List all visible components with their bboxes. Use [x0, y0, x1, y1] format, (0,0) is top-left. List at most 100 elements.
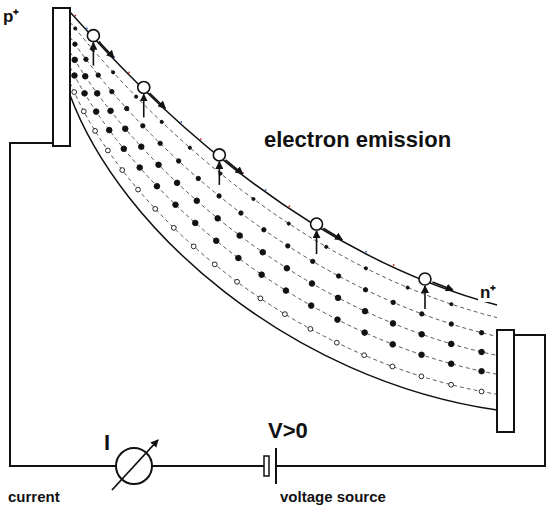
filled-state — [96, 73, 100, 77]
excitation-arrow — [316, 231, 318, 254]
filled-state — [160, 120, 163, 123]
empty-state — [153, 206, 158, 211]
meter-label: current — [8, 489, 60, 504]
electron — [419, 273, 431, 285]
filled-state — [286, 244, 290, 248]
p-contact — [53, 8, 70, 146]
conduction-band — [70, 12, 497, 305]
filled-state — [112, 71, 115, 74]
charge-mark — [180, 121, 182, 123]
filled-state — [125, 106, 129, 110]
filled-state — [309, 281, 315, 287]
emission-arrow — [149, 93, 165, 108]
filled-state — [448, 341, 454, 347]
empty-state — [334, 340, 339, 345]
current-symbol: I — [104, 432, 110, 454]
filled-state — [74, 27, 77, 30]
filled-state — [72, 73, 78, 79]
filled-state — [419, 332, 425, 338]
filled-state — [154, 183, 160, 189]
empty-state — [136, 187, 141, 192]
filled-state — [419, 352, 425, 358]
empty-state — [72, 90, 77, 95]
dot-levels — [70, 15, 497, 395]
contact-label: n⁺ — [478, 283, 498, 302]
empty-state — [479, 389, 484, 394]
empty-state — [93, 128, 98, 133]
filled-state — [73, 42, 77, 46]
filled-state — [252, 197, 255, 200]
excitation-arrow — [219, 162, 221, 185]
filled-state — [364, 267, 367, 270]
filled-state — [479, 331, 483, 335]
wire — [276, 335, 545, 466]
filled-state — [448, 361, 454, 367]
excitation-arrow — [424, 286, 426, 309]
filled-state — [479, 368, 485, 374]
filled-state — [106, 127, 112, 133]
empty-state — [171, 225, 176, 230]
valence-band — [70, 95, 497, 410]
filled-state — [335, 295, 341, 301]
filled-state — [138, 144, 144, 150]
filled-state — [259, 272, 265, 278]
filled-state — [362, 330, 368, 336]
filled-state — [362, 308, 368, 314]
energy-level — [70, 83, 497, 395]
empty-state — [419, 374, 424, 379]
electron — [311, 218, 323, 230]
filled-state — [391, 300, 395, 304]
filled-state — [82, 74, 88, 80]
charge-mark — [74, 15, 76, 17]
emission-arrow — [323, 228, 342, 239]
excitation-arrow — [93, 43, 95, 66]
filled-state — [479, 349, 485, 355]
filled-state — [194, 198, 200, 204]
empty-state — [283, 312, 288, 317]
filled-state — [217, 194, 221, 198]
ammeter-arrow — [112, 440, 158, 490]
emission-arrow — [432, 282, 452, 290]
filled-state — [283, 288, 289, 294]
charge-mark — [288, 205, 290, 207]
filled-state — [174, 180, 180, 186]
emission-arrows — [87, 30, 452, 309]
filled-state — [158, 141, 162, 145]
emission-arrow — [99, 42, 114, 58]
filled-state — [449, 322, 453, 326]
filled-state — [94, 91, 100, 97]
filled-state — [284, 265, 290, 271]
electron — [213, 149, 225, 161]
charge-mark — [265, 189, 267, 191]
energy-level — [70, 67, 497, 375]
charge-mark — [86, 27, 88, 29]
filled-state — [108, 108, 114, 114]
effect-label: electron emission — [262, 128, 453, 152]
filled-state — [406, 286, 409, 289]
filled-state — [82, 91, 88, 97]
filled-state — [390, 321, 396, 327]
emission-arrow — [226, 160, 243, 174]
filled-state — [137, 165, 143, 171]
empty-state — [212, 262, 217, 267]
empty-state — [81, 109, 86, 114]
empty-state — [120, 168, 125, 173]
voltage-label: V>0 — [268, 420, 308, 442]
energy-level — [70, 37, 497, 337]
filled-state — [188, 146, 191, 149]
filled-state — [336, 274, 340, 278]
filled-state — [450, 303, 453, 306]
filled-state — [135, 95, 138, 98]
electron — [138, 81, 150, 93]
filled-state — [215, 216, 221, 222]
empty-state — [258, 296, 263, 301]
empty-state — [308, 327, 313, 332]
filled-state — [84, 57, 88, 61]
charge-mark — [365, 251, 367, 253]
filled-state — [72, 57, 78, 63]
filled-state — [176, 159, 180, 163]
contact-label: p⁺ — [3, 8, 19, 25]
battery-symbol — [264, 456, 269, 476]
filled-state — [260, 249, 266, 255]
energy-level — [70, 22, 497, 318]
